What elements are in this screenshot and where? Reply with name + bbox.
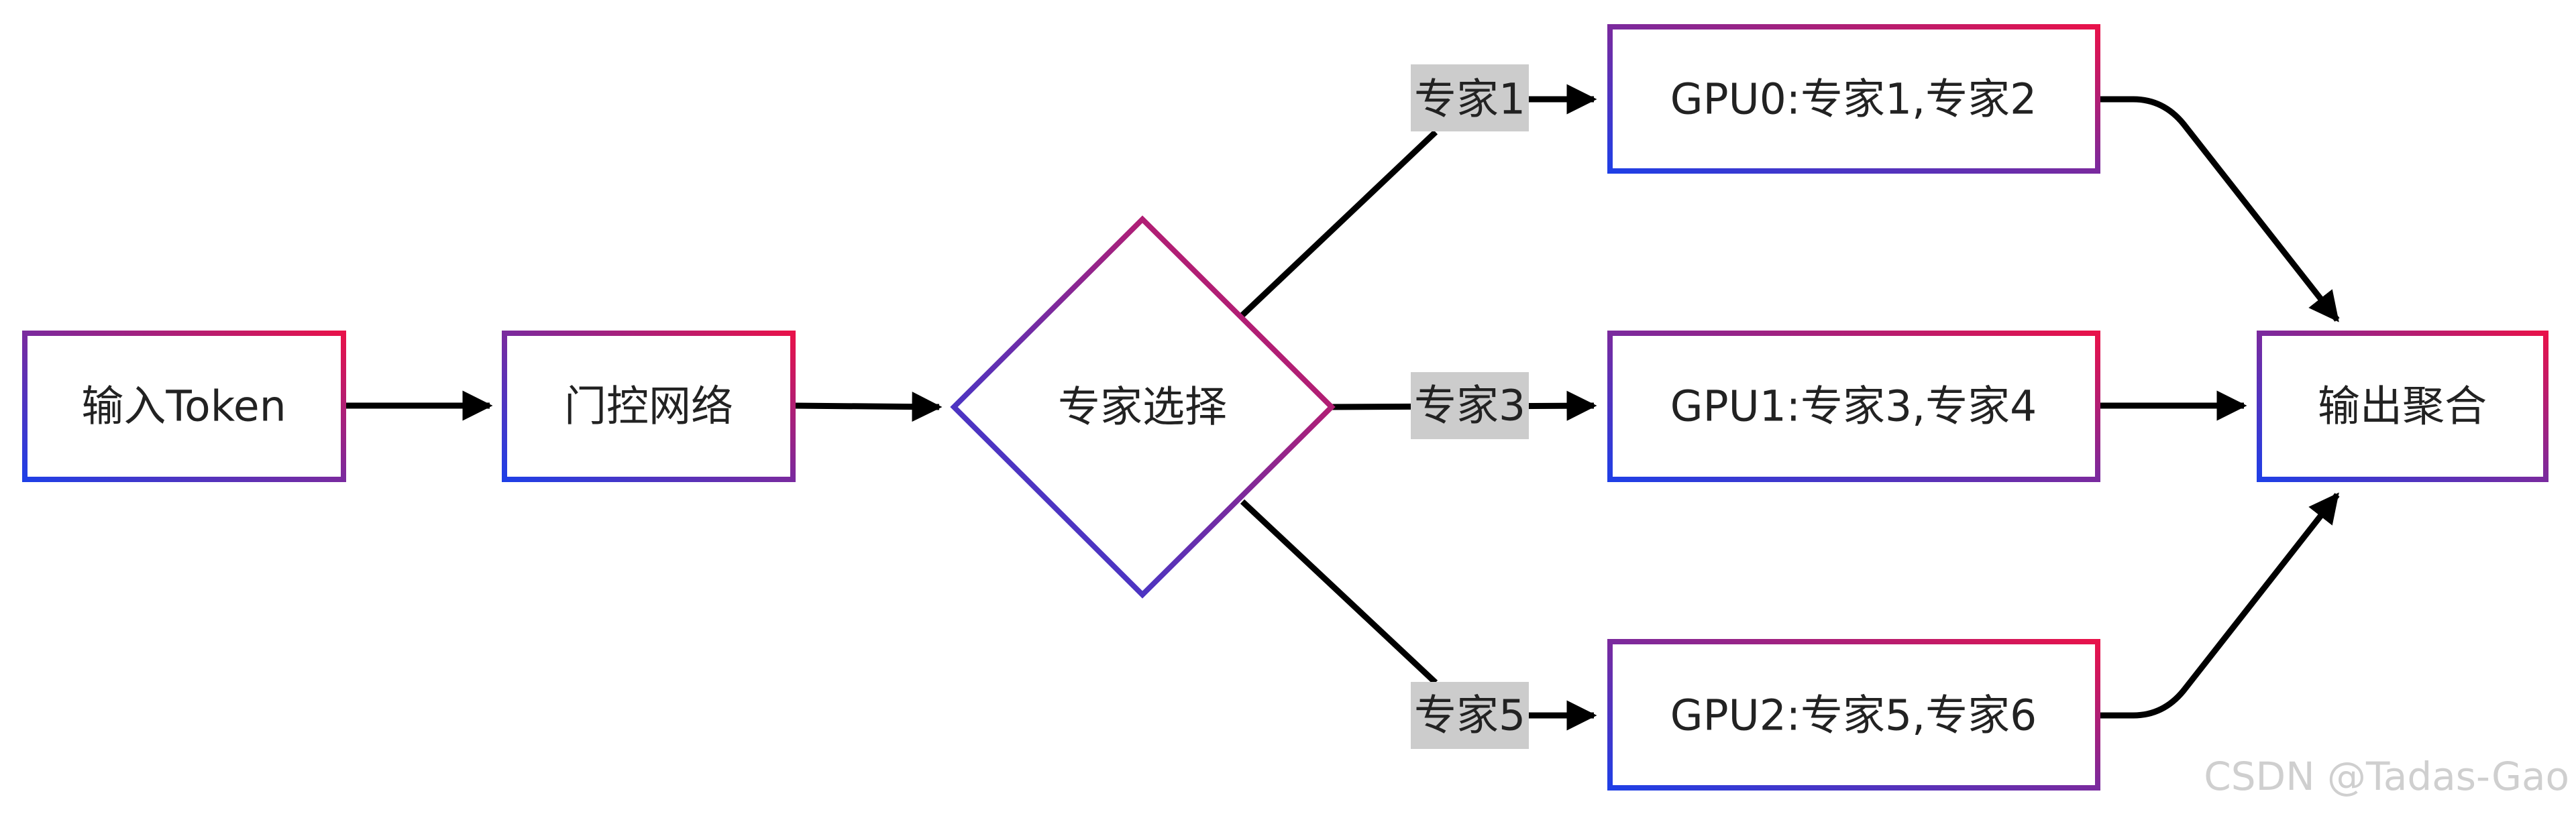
node-gpu0: GPU0:专家1,专家2 [1607,24,2100,174]
node-gpu0-box [1607,24,2100,174]
node-gpu1: GPU1:专家3,专家4 [1607,331,2100,482]
node-input-token-label: 输入Token [81,382,286,431]
node-gpu1-label: GPU1:专家3,专家4 [1670,382,2037,431]
edge-label-expert3-text: 专家3 [1414,382,1525,430]
node-gating-network: 门控网络 [502,331,796,482]
node-gating-network-box [502,331,796,482]
node-gpu2-box [1607,639,2100,791]
edge-label-expert5-text: 专家5 [1414,691,1525,740]
node-expert-selection: 专家选择 [950,215,1336,599]
edge-label-expert3: 专家3 [1411,372,1529,439]
watermark-text: CSDN @Tadas-Gao [2204,754,2569,799]
node-expert-selection-label: 专家选择 [1058,383,1227,432]
node-input-token: 输入Token [22,331,346,482]
node-expert-selection-diamond [950,215,1336,599]
edge-gpu0-to-output [2098,96,2340,323]
edge-label-expert5: 专家5 [1411,682,1529,749]
edge-select-to-gpu0 [1240,129,1438,318]
node-gpu0-label: GPU0:专家1,专家2 [1670,75,2037,124]
node-gpu2: GPU2:专家5,专家6 [1607,639,2100,791]
node-output-aggregation-box [2257,331,2548,482]
node-gpu1-box [1607,331,2100,482]
edge-label-expert5-bg [1411,682,1529,749]
edge-gate-to-select [792,392,943,422]
node-gating-network-label: 门控网络 [564,382,733,431]
node-gpu2-label: GPU2:专家5,专家6 [1670,691,2037,740]
edge-label-expert1: 专家1 [1411,64,1529,131]
node-input-token-box [22,331,346,482]
edge-gpu2-to-output [2098,492,2340,719]
edge-label-expert1-bg [1411,64,1529,131]
edge-label-expert1-text: 专家1 [1414,75,1525,124]
edge-select-to-gpu2 [1240,499,1438,685]
node-output-aggregation: 输出聚合 [2257,331,2548,482]
node-output-aggregation-label: 输出聚合 [2318,382,2487,431]
edge-label-expert3-bg [1411,372,1529,439]
